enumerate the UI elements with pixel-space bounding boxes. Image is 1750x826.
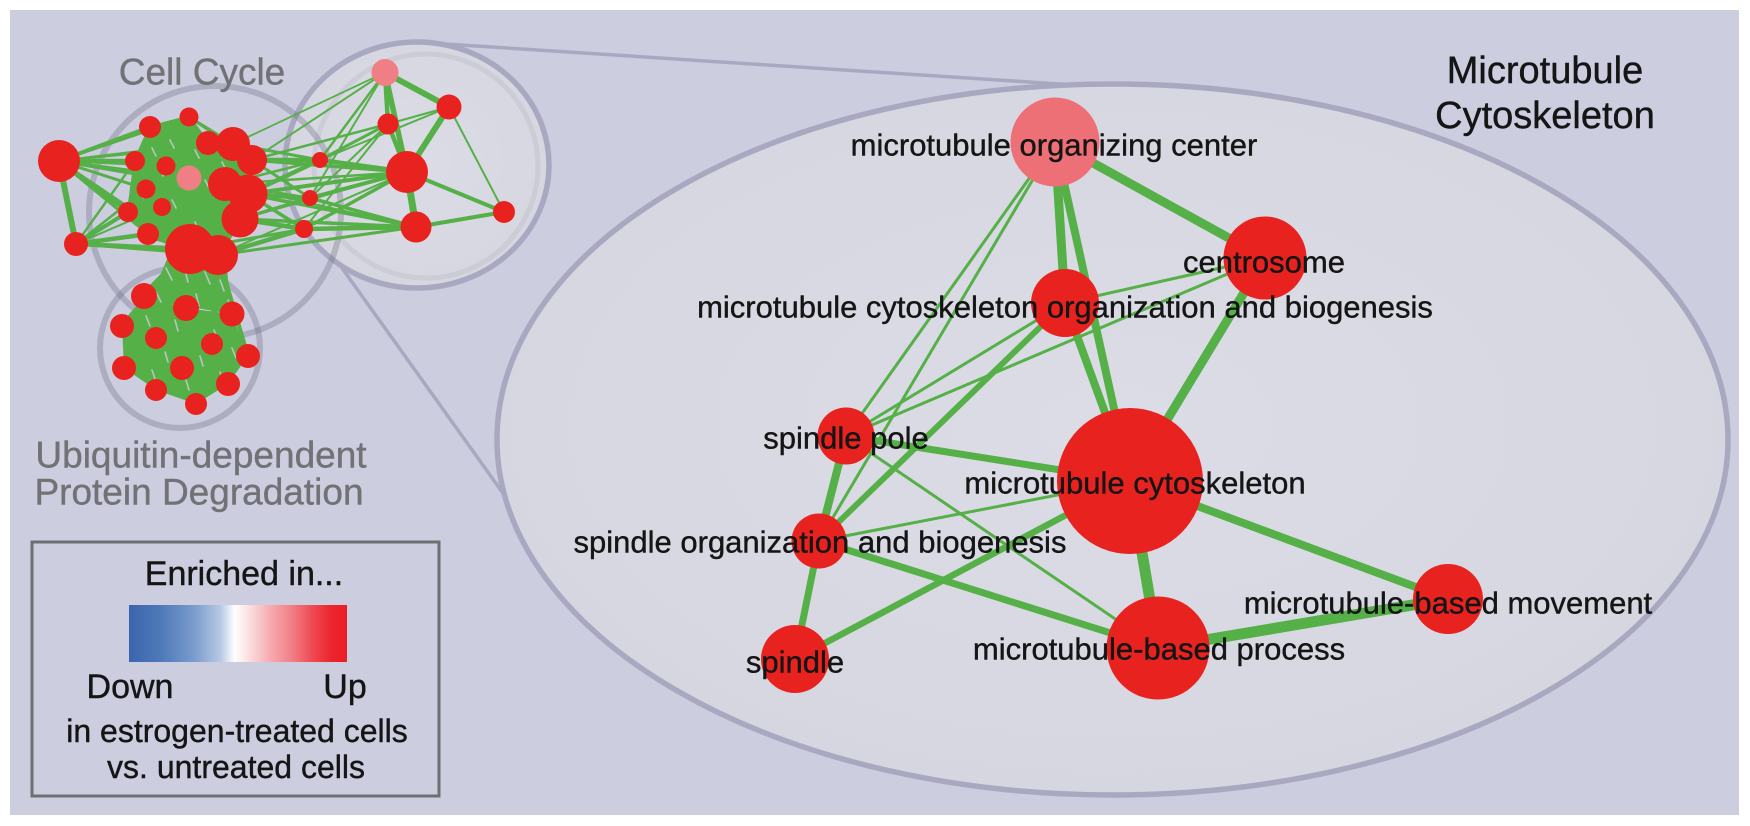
- svg-text:microtubule cytoskeleton: microtubule cytoskeleton: [964, 466, 1305, 501]
- svg-text:Down: Down: [87, 668, 174, 706]
- svg-text:in estrogen-treated cells: in estrogen-treated cells: [66, 713, 408, 749]
- svg-text:Cytoskeleton: Cytoskeleton: [1435, 95, 1655, 137]
- svg-text:centrosome: centrosome: [1183, 245, 1345, 280]
- svg-text:spindle: spindle: [746, 645, 844, 680]
- svg-text:microtubule organizing center: microtubule organizing center: [851, 128, 1258, 163]
- svg-text:Cell Cycle: Cell Cycle: [119, 52, 286, 93]
- svg-text:vs. untreated cells: vs. untreated cells: [107, 749, 365, 785]
- svg-text:microtubule-based movement: microtubule-based movement: [1244, 586, 1653, 621]
- svg-text:Ubiquitin-dependent: Ubiquitin-dependent: [35, 435, 367, 476]
- svg-text:Enriched in...: Enriched in...: [145, 555, 343, 593]
- svg-text:spindle pole: spindle pole: [763, 421, 928, 456]
- svg-text:spindle organization and bioge: spindle organization and biogenesis: [574, 525, 1067, 560]
- svg-text:Protein Degradation: Protein Degradation: [34, 472, 363, 513]
- svg-text:Microtubule: Microtubule: [1447, 50, 1643, 92]
- svg-text:Up: Up: [323, 668, 366, 706]
- svg-text:microtubule cytoskeleton organ: microtubule cytoskeleton organization an…: [697, 290, 1433, 325]
- svg-text:microtubule-based process: microtubule-based process: [973, 632, 1345, 667]
